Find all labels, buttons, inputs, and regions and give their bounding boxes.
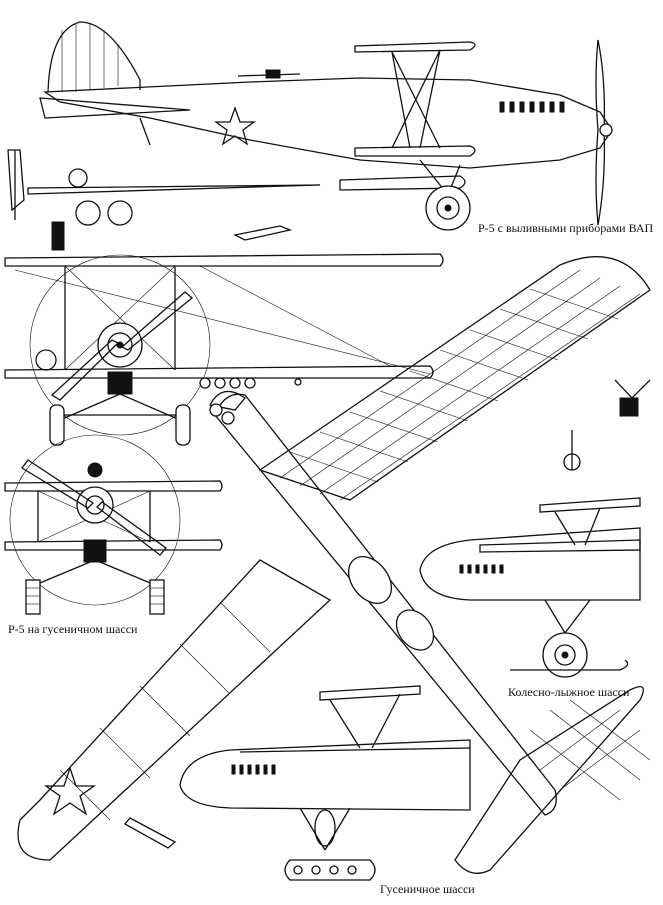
front-view-vap	[4, 253, 444, 446]
tailplane-grid	[529, 699, 651, 801]
side-view-tracked	[123, 685, 471, 881]
side-view-vap	[39, 21, 613, 231]
caption-tracked-front: Р-5 на гусеничном шасси	[8, 622, 138, 636]
wing-ribs	[279, 269, 641, 501]
top-view	[17, 256, 651, 874]
auxiliary-parts	[7, 149, 321, 251]
tracked-louvers	[231, 764, 276, 775]
engine-louvers	[499, 101, 565, 113]
caption-vap: Р-5 с выливными приборами ВАП	[478, 221, 654, 235]
caption-wheel-ski: Колесно-лыжное шасси	[508, 685, 630, 699]
front-view-tracked	[4, 434, 223, 615]
lower-wing-ribs	[59, 601, 271, 821]
caption-tracked-side: Гусеничное шасси	[380, 882, 475, 896]
side-view-ski	[419, 379, 651, 678]
ski-louvers	[459, 564, 504, 574]
